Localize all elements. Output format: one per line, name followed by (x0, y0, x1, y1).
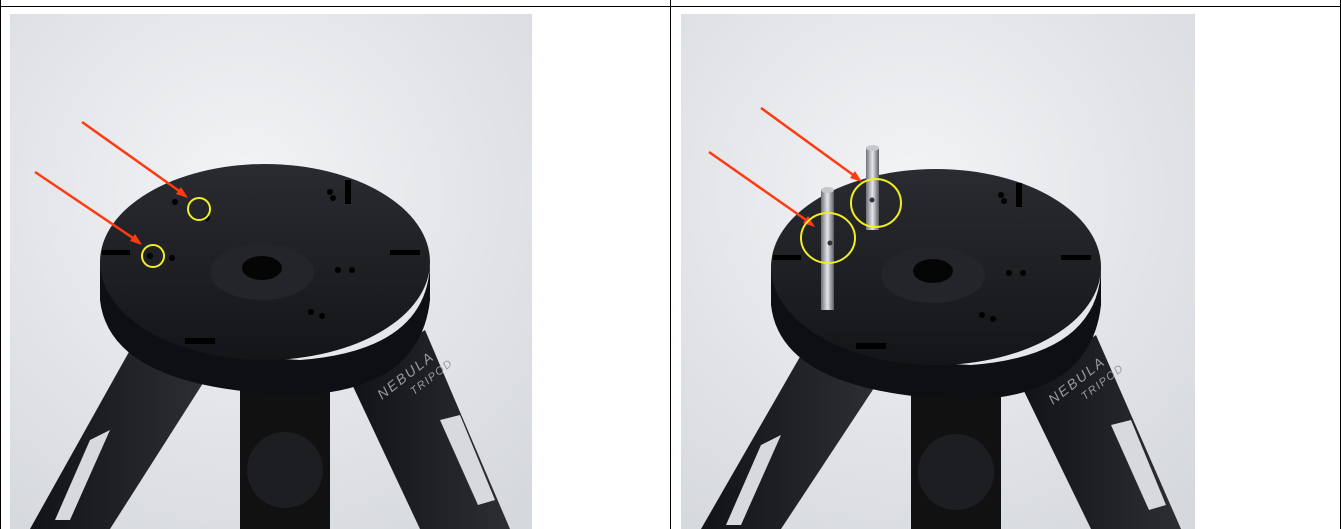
photo-panel-right: NEBULA TRIPOD (671, 0, 1341, 529)
highlight-circle-icon (141, 244, 165, 268)
photo-panel-left: NEBULA TRIPOD (0, 0, 670, 529)
tripod-photo-with-pins: NEBULA TRIPOD (681, 14, 1195, 529)
highlight-circle-icon (187, 197, 211, 221)
arrow-icon (760, 106, 862, 182)
highlight-circle-icon (850, 178, 902, 228)
arrow-icon (34, 170, 142, 245)
tripod-photo-before: NEBULA TRIPOD (10, 14, 532, 529)
highlight-circle-icon (800, 212, 856, 264)
arrow-icon (81, 120, 188, 198)
